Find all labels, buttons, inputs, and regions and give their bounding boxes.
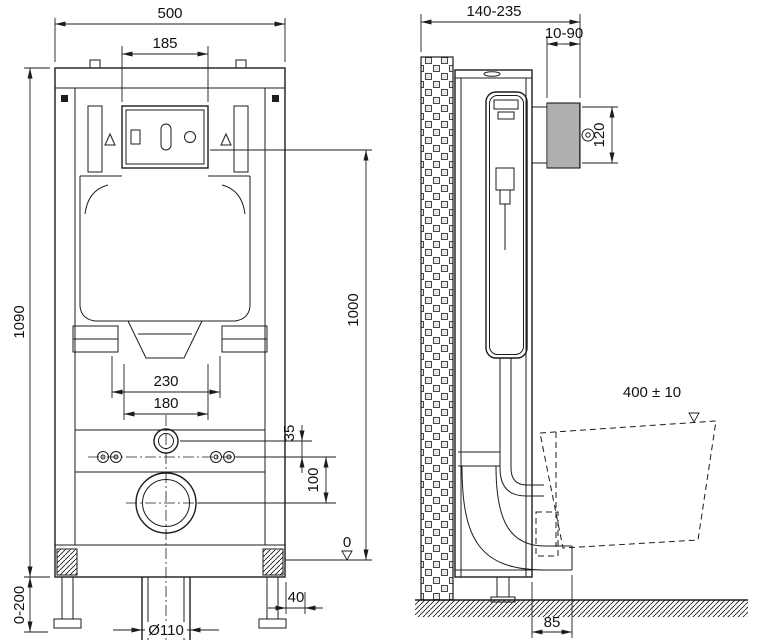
cistern-side [485, 91, 528, 359]
warning-triangle-icon [104, 132, 116, 146]
actuator-assembly [532, 102, 595, 169]
dim-plate-120: 120 [591, 122, 608, 147]
mounting-band [75, 428, 265, 534]
dim-height-1090: 1090 [11, 305, 28, 338]
adjustable-feet [53, 548, 287, 629]
frame-profile [454, 69, 533, 578]
dim-finish-10-90: 10-90 [545, 25, 583, 42]
dim-offset-35: 35 [281, 425, 298, 442]
front-view [53, 59, 372, 640]
dim-edge-40: 40 [288, 589, 305, 606]
hanger-tab-right [235, 59, 247, 69]
dim-depth-140-235: 140-235 [466, 3, 521, 20]
plate-rail-left [87, 105, 103, 173]
hanger-tab-left [89, 59, 101, 69]
screw-right [272, 95, 279, 102]
support-brackets [72, 325, 268, 353]
plate-rail-right [233, 105, 249, 173]
datum-triangle-icon [341, 550, 353, 561]
bolt-icon [581, 128, 595, 142]
frame-foot-side [490, 576, 516, 603]
dim-flush-1000: 1000 [345, 293, 362, 326]
dim-offset-100: 100 [305, 467, 322, 492]
side-dimensions: 140-235 10-90 120 400 ± 10 85 [420, 3, 700, 638]
floor-hatch [415, 600, 748, 617]
side-view [415, 56, 748, 617]
dim-width-500: 500 [157, 5, 182, 22]
warning-triangle-icon [220, 132, 232, 146]
front-dimensions: 500 185 1090 0-200 1000 230 18 [11, 5, 372, 639]
dim-bracket-230: 230 [153, 373, 178, 390]
dim-stud-180: 180 [153, 395, 178, 412]
datum-zero-label: 0 [343, 534, 351, 551]
top-slot [483, 71, 501, 77]
flush-pipe-side [499, 358, 544, 497]
bowl-datum-triangle-icon [688, 412, 700, 423]
wall-section [420, 56, 454, 601]
dim-outlet-85: 85 [544, 614, 561, 631]
screw-left [61, 95, 68, 102]
dim-feet-0-200: 0-200 [11, 586, 28, 624]
frame-outline [54, 67, 286, 578]
dim-bowl-400: 400 ± 10 [623, 384, 681, 401]
flush-plate-box [121, 105, 209, 169]
drain-elbow [458, 451, 573, 571]
cistern-front [79, 175, 251, 359]
toilet-bowl-outline [535, 420, 717, 557]
dim-drain-110: Ø110 [148, 622, 184, 639]
wall-finish-block [546, 102, 581, 169]
dim-plate-185: 185 [152, 35, 177, 52]
